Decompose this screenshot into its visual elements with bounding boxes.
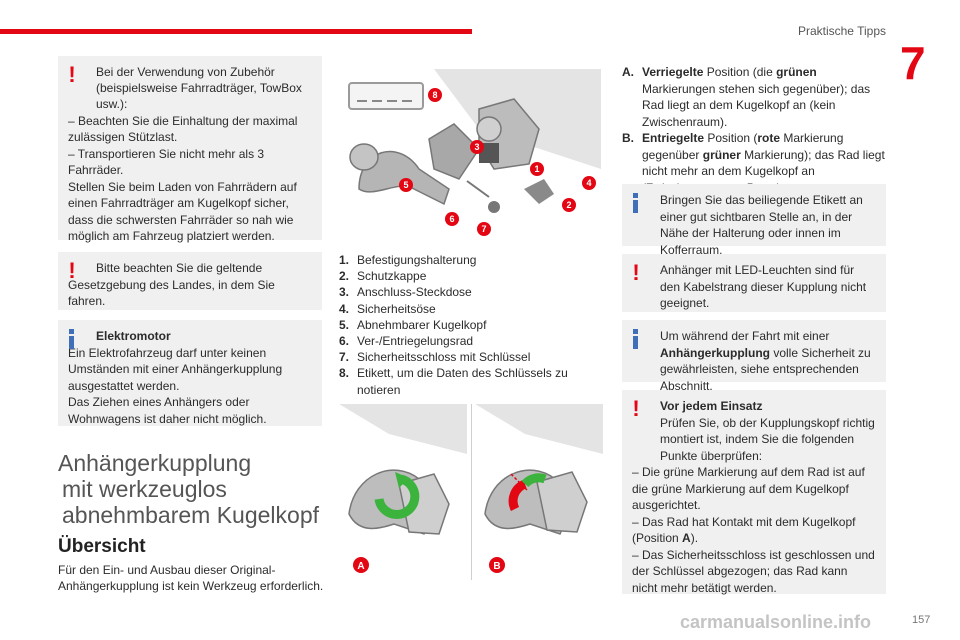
list-item: 1.Befestigungshalterung xyxy=(339,253,477,267)
callout-2: 2 xyxy=(566,200,571,210)
section-title: Praktische Tipps xyxy=(797,24,886,38)
list-item: 8.Etikett, um die Daten des Schlüssels z… xyxy=(339,366,568,397)
note-text: – Transportieren Sie nicht mehr als 3 Fa… xyxy=(68,146,265,178)
note-text: Bitte beachten Sie die geltende xyxy=(96,261,263,275)
list-item: 7.Sicherheitsschloss mit Schlüssel xyxy=(339,350,531,365)
note-text: – Das Rad hat Kontakt mit dem Kugelkopf … xyxy=(632,514,856,546)
callout-7: 7 xyxy=(481,224,486,234)
subheading: Übersicht xyxy=(58,536,146,557)
note-text: Prüfen Sie, ob der Kupplungskopf richtig… xyxy=(660,415,875,463)
chapter-number: 7 xyxy=(900,37,926,89)
figure-divider xyxy=(471,404,472,580)
section-heading: Anhängerkupplung mit werkzeuglos abnehmb… xyxy=(58,450,319,528)
callout-6: 6 xyxy=(449,214,454,224)
note-text: – Beachten Sie die Einhaltung der maxima… xyxy=(68,113,298,145)
info-box-electric: Elektromotor Ein Elektrofahrzeug darf un… xyxy=(58,320,322,426)
callout-1: 1 xyxy=(534,164,539,174)
note-text: Um während der Fahrt mit einer Anhängerk… xyxy=(660,329,871,393)
note-text: Stellen Sie beim Laden von Fahrrädern au… xyxy=(68,179,297,244)
figure-label-b: B xyxy=(493,561,500,572)
note-text: Ein Elektrofahrzeug darf unter keinen Um… xyxy=(68,345,283,393)
callout-3: 3 xyxy=(474,142,479,152)
watermark: carmanualsonline.info xyxy=(680,612,872,632)
list-item: 4.Sicherheitsöse xyxy=(339,301,436,316)
warning-icon: ! xyxy=(68,62,76,87)
info-icon xyxy=(633,193,638,213)
warning-box-before-use: ! Vor jedem Einsatz Prüfen Sie, ob der K… xyxy=(622,390,886,595)
note-text: Bei der Verwendung von Zubehör xyxy=(96,65,275,79)
list-item: 5.Abnehmbarer Kugelkopf xyxy=(339,317,487,332)
figure-label-a: A xyxy=(357,561,364,572)
note-text: Das Ziehen eines Anhängers oder Wohnwage… xyxy=(68,395,267,426)
note-text: – Die grüne Markierung auf dem Rad ist a… xyxy=(632,465,865,512)
note-text: Anhänger mit LED-Leuchten sind für den K… xyxy=(660,263,867,310)
note-text: Gesetzgebung des Landes, in dem Sie fahr… xyxy=(68,277,275,309)
locked-position-illustration: A xyxy=(339,404,467,580)
list-item: A.Verriegelte Position (die grünen Marki… xyxy=(622,65,871,129)
info-box-safety: Um während der Fahrt mit einer Anhängerk… xyxy=(622,320,886,393)
info-box-label: Bringen Sie das beiliegende Etikett an e… xyxy=(622,184,886,257)
warning-box-accessories: ! Bei der Verwendung von Zubehör (beispi… xyxy=(58,56,322,243)
info-icon xyxy=(633,329,638,349)
callout-4: 4 xyxy=(586,178,591,188)
intro-text: Für den Ein- und Ausbau dieser Original-… xyxy=(58,563,324,593)
warning-box-law: ! Bitte beachten Sie die geltende Gesetz… xyxy=(58,252,322,310)
towbar-overview-illustration: 8 3 1 4 5 2 6 7 xyxy=(339,69,601,237)
position-list: A.Verriegelte Position (die grünen Marki… xyxy=(622,64,888,196)
page-number: 157 xyxy=(912,614,931,626)
note-text: (beispielsweise Fahrradträger, TowBox us… xyxy=(96,80,302,112)
list-item: 3.Anschluss-Steckdose xyxy=(339,285,472,300)
list-item: 2.Schutzkappe xyxy=(339,269,427,284)
note-text: – Das Sicherheitsschloss ist geschlossen… xyxy=(632,547,875,595)
note-title: Elektromotor xyxy=(96,329,171,343)
note-text: Bringen Sie das beiliegende Etikett an e… xyxy=(660,193,863,257)
info-icon xyxy=(69,329,74,349)
warning-icon: ! xyxy=(68,258,76,283)
callout-8: 8 xyxy=(432,90,437,100)
warning-icon: ! xyxy=(632,260,640,285)
warning-box-led: ! Anhänger mit LED-Leuchten sind für den… xyxy=(622,254,886,312)
warning-icon: ! xyxy=(632,396,640,421)
note-title: Vor jedem Einsatz xyxy=(660,399,763,413)
list-item: 6.Ver-/Entriegelungsrad xyxy=(339,334,474,349)
callout-5: 5 xyxy=(403,180,408,190)
unlocked-position-illustration: B xyxy=(475,404,603,580)
parts-list: 1.Befestigungshalterung 2.Schutzkappe 3.… xyxy=(339,252,601,398)
header-accent-bar xyxy=(0,29,472,34)
